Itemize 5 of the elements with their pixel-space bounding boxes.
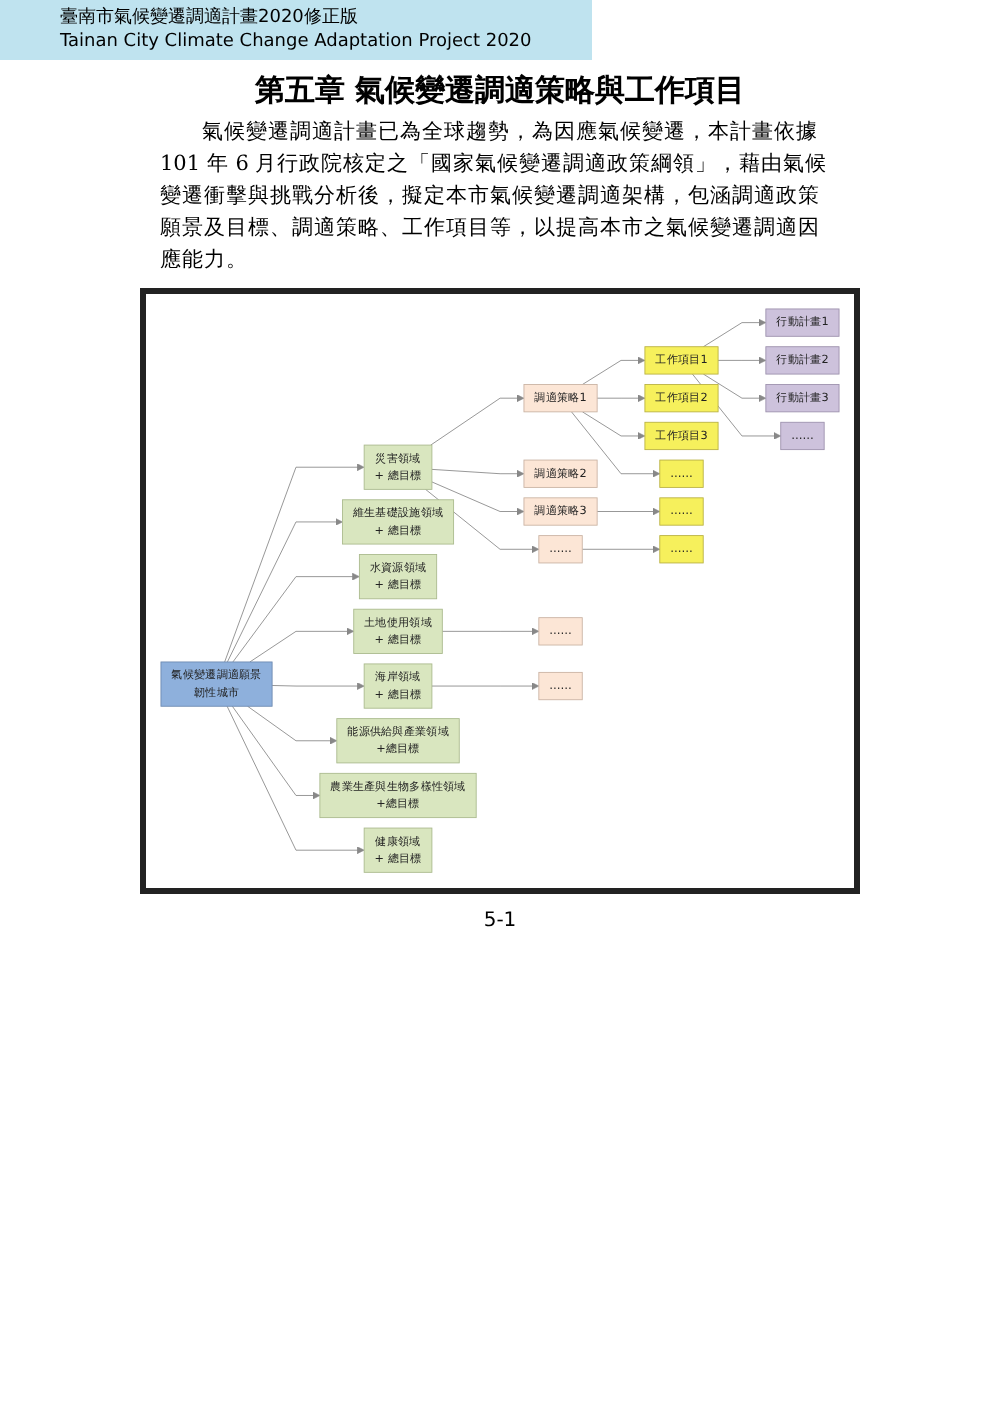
intro-paragraph: 氣候變遷調適計畫已為全球趨勢，為因應氣候變遷，本計畫依據101 年 6 月行政院核定之「國家氣候變遷調適政策綱領」，藉由氣候變遷衝擊與挑戰分析後，擬定本市氣候變遷調適架構，包涵調適政策願景及目標、調適策略、工作項目等，以提高本市之氣候變遷調適因應能力。 [160, 118, 830, 276]
header-text: 臺南市氣候變遷調適計畫2020修正版 [60, 6, 360, 30]
page-number: 5-1 [481, 909, 519, 932]
chapter-title: 第五章 氣候變遷調適策略與工作項目 [252, 72, 748, 110]
header-text: Tainan City Climate Change Adaptation Project 2020 [60, 30, 534, 54]
